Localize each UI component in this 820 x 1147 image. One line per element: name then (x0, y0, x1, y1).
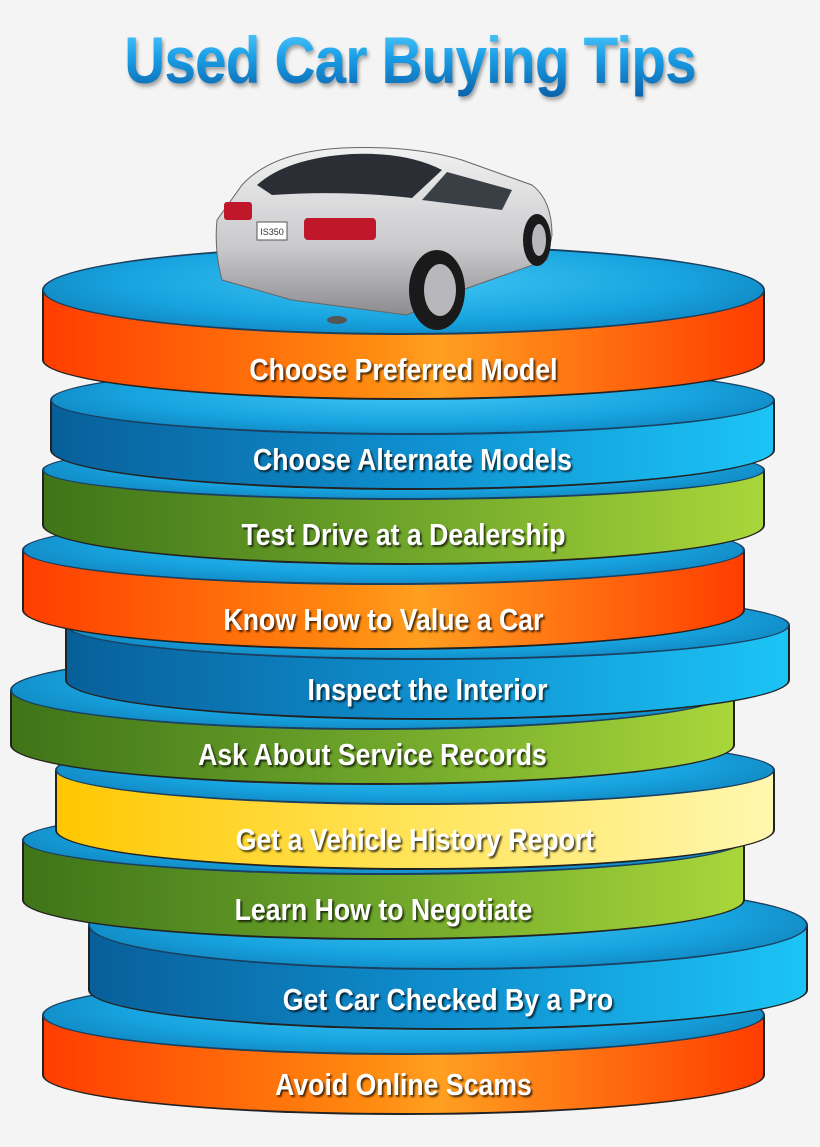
page-title: Used Car Buying Tips (57, 22, 762, 98)
tip-label: Choose Alternate Models (252, 442, 572, 477)
tip-label: Avoid Online Scams (275, 1067, 532, 1102)
tip-label: Get Car Checked By a Pro (282, 982, 614, 1017)
tip-label: Know How to Value a Car (223, 602, 544, 637)
tip-label: Get a Vehicle History Report (235, 822, 595, 857)
tip-label: Inspect the Interior (307, 672, 548, 707)
license-plate: IS350 (260, 227, 284, 237)
tip-label: Test Drive at a Dealership (241, 517, 566, 552)
tip-label: Choose Preferred Model (249, 352, 558, 387)
tip-label: Learn How to Negotiate (234, 892, 533, 927)
car-image: IS350 (215, 147, 553, 330)
tip-label: Ask About Service Records (198, 737, 547, 772)
